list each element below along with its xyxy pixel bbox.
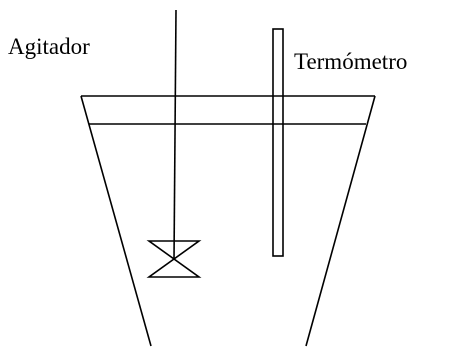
thermometer [272,28,284,257]
stirrer-label: Agitador [8,34,90,59]
stirrer-blade [146,240,202,278]
stirrer-rod [173,9,177,261]
thermometer-label: Termómetro [294,49,408,74]
vessel [80,95,376,347]
vessel-left-wall [80,95,152,347]
vessel-right-wall [305,95,376,347]
stirrer [146,9,202,278]
